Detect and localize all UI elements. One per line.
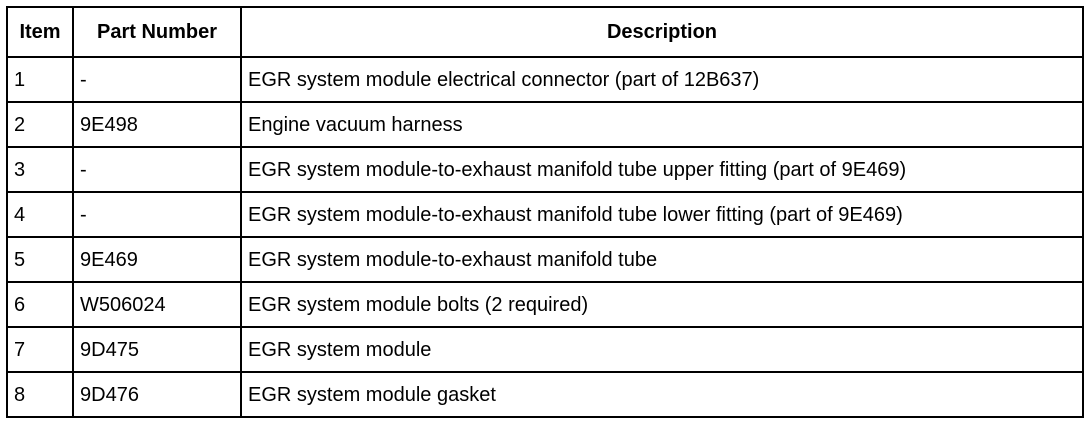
header-description: Description bbox=[240, 6, 1084, 58]
header-item: Item bbox=[6, 6, 74, 58]
cell-item: 7 bbox=[6, 326, 74, 373]
parts-table: Item Part Number Description 1 - EGR sys… bbox=[6, 6, 1084, 418]
table-row: 6 W506024 EGR system module bolts (2 req… bbox=[6, 281, 1084, 328]
table-row: 7 9D475 EGR system module bbox=[6, 326, 1084, 373]
table-row: 5 9E469 EGR system module-to-exhaust man… bbox=[6, 236, 1084, 283]
cell-item: 5 bbox=[6, 236, 74, 283]
cell-item: 4 bbox=[6, 191, 74, 238]
table-row: 2 9E498 Engine vacuum harness bbox=[6, 101, 1084, 148]
cell-description: EGR system module-to-exhaust manifold tu… bbox=[240, 191, 1084, 238]
cell-part-number: 9D476 bbox=[72, 371, 242, 418]
cell-description: EGR system module-to-exhaust manifold tu… bbox=[240, 146, 1084, 193]
cell-part-number: 9D475 bbox=[72, 326, 242, 373]
table-row: 3 - EGR system module-to-exhaust manifol… bbox=[6, 146, 1084, 193]
cell-item: 8 bbox=[6, 371, 74, 418]
table-row: 8 9D476 EGR system module gasket bbox=[6, 371, 1084, 418]
cell-description: EGR system module-to-exhaust manifold tu… bbox=[240, 236, 1084, 283]
cell-description: EGR system module gasket bbox=[240, 371, 1084, 418]
cell-part-number: 9E469 bbox=[72, 236, 242, 283]
table-header: Item Part Number Description bbox=[6, 6, 1084, 58]
cell-part-number: 9E498 bbox=[72, 101, 242, 148]
cell-item: 1 bbox=[6, 56, 74, 103]
table-row: 1 - EGR system module electrical connect… bbox=[6, 56, 1084, 103]
table-body: 1 - EGR system module electrical connect… bbox=[6, 56, 1084, 418]
cell-item: 6 bbox=[6, 281, 74, 328]
cell-item: 2 bbox=[6, 101, 74, 148]
cell-item: 3 bbox=[6, 146, 74, 193]
cell-description: EGR system module bolts (2 required) bbox=[240, 281, 1084, 328]
cell-part-number: - bbox=[72, 191, 242, 238]
cell-description: Engine vacuum harness bbox=[240, 101, 1084, 148]
table-row: 4 - EGR system module-to-exhaust manifol… bbox=[6, 191, 1084, 238]
cell-part-number: - bbox=[72, 146, 242, 193]
cell-part-number: - bbox=[72, 56, 242, 103]
header-part-number: Part Number bbox=[72, 6, 242, 58]
header-row: Item Part Number Description bbox=[6, 6, 1084, 58]
cell-part-number: W506024 bbox=[72, 281, 242, 328]
cell-description: EGR system module electrical connector (… bbox=[240, 56, 1084, 103]
cell-description: EGR system module bbox=[240, 326, 1084, 373]
